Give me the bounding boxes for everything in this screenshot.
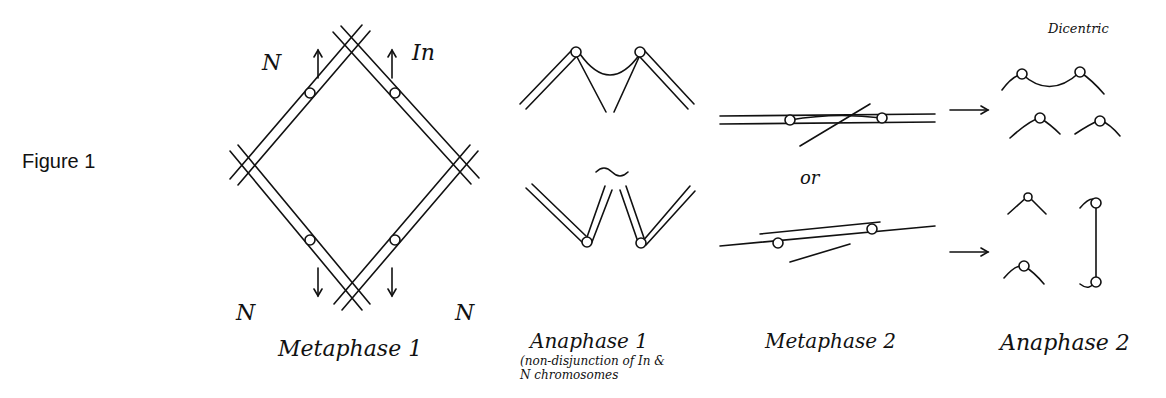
arrow — [950, 251, 988, 253]
label: Metaphase 1 — [278, 336, 422, 361]
label: N — [236, 300, 255, 325]
label: Metaphase 2 — [765, 330, 896, 353]
anaphase1-chromosomes — [520, 47, 695, 248]
anaphase2-chromosomes — [1002, 67, 1120, 287]
label: N — [455, 300, 474, 325]
metaphase1-chromosomes — [230, 25, 479, 310]
label: N — [262, 50, 281, 75]
arrow — [950, 109, 988, 111]
label: In — [412, 40, 435, 65]
label: or — [800, 168, 819, 189]
label: Dicentric — [1048, 22, 1109, 37]
metaphase2-chromosomes — [720, 104, 935, 262]
label: (non-disjunction of In & N chromosomes — [520, 355, 670, 383]
label: Anaphase 2 — [1000, 330, 1130, 355]
label: Anaphase 1 — [530, 330, 648, 353]
label: Figure 1 — [22, 150, 95, 173]
